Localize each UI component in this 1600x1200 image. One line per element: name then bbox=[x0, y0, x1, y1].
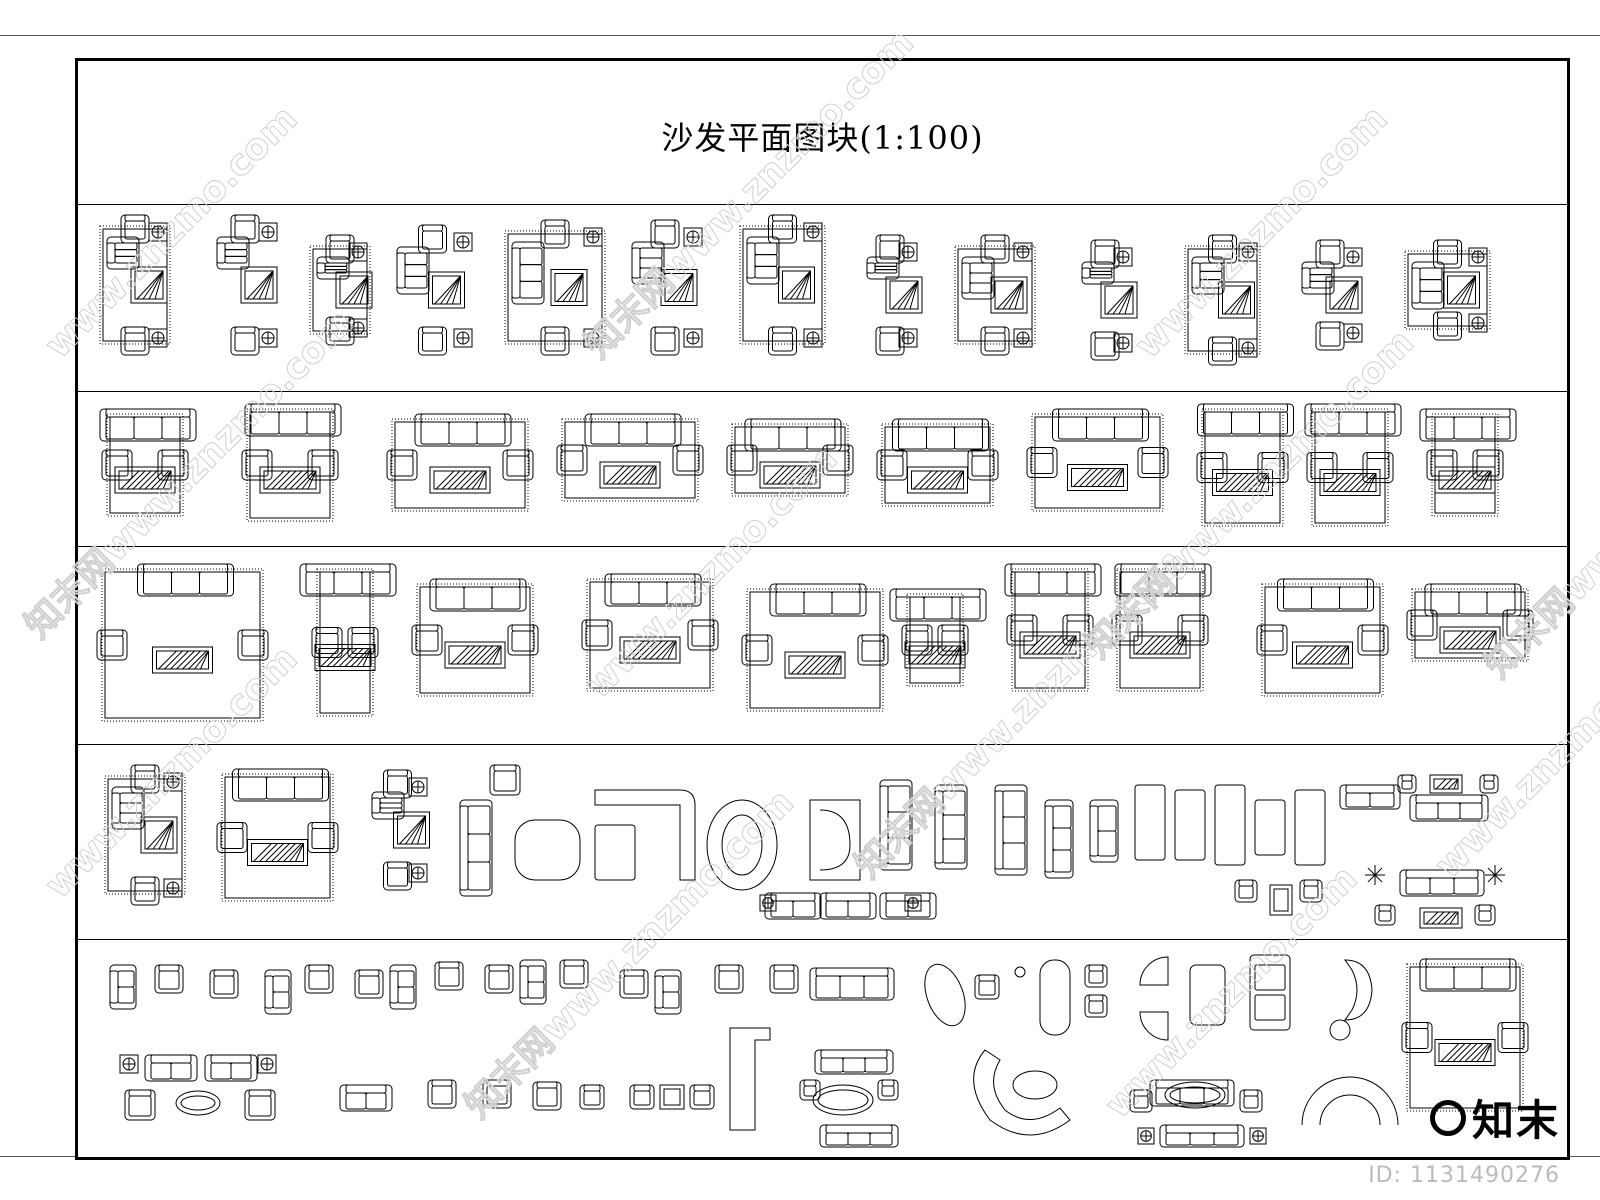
sofa-block-icon bbox=[876, 418, 999, 507]
sofa-block-icon bbox=[1196, 403, 1294, 527]
plant-icon bbox=[1365, 865, 1505, 885]
armchair-icon bbox=[109, 954, 1399, 1148]
title-divider bbox=[78, 204, 1567, 205]
sectional-sofa-icon bbox=[706, 799, 861, 891]
sofa-block-icon bbox=[889, 588, 987, 687]
sofa-block-icon bbox=[99, 408, 197, 517]
sofa-block-icon bbox=[411, 578, 539, 697]
sofa-block-icon bbox=[1184, 234, 1261, 366]
sofa-block-icon bbox=[96, 563, 269, 722]
sofa-block-icon bbox=[1304, 403, 1402, 527]
sofa-block-icon bbox=[241, 403, 342, 522]
sofa-block-icon bbox=[741, 583, 889, 712]
sofa-block-icon bbox=[459, 764, 1499, 929]
brand-logo: 知末 bbox=[1429, 1087, 1560, 1148]
sofa-block-icon bbox=[739, 214, 826, 356]
sofa-block-icon bbox=[726, 418, 854, 497]
sofa-block-icon bbox=[954, 234, 1036, 356]
sofa-block-icon bbox=[99, 214, 171, 356]
row-divider-1 bbox=[78, 391, 1567, 392]
sofa-block-icon bbox=[371, 769, 430, 891]
sofa-block-icon bbox=[386, 413, 534, 512]
sofa-block-icon bbox=[216, 214, 278, 356]
sofa-block-icon bbox=[1404, 239, 1491, 341]
sofa-block-icon bbox=[396, 224, 473, 356]
sheet-title: 沙发平面图块(1:100) bbox=[661, 119, 984, 157]
sofa-block-icon bbox=[1301, 239, 1363, 351]
sofa-block-icon bbox=[866, 234, 923, 356]
sofa-block-icon bbox=[299, 563, 397, 717]
sofa-block-icon bbox=[216, 768, 339, 902]
sofa-block-icon bbox=[581, 573, 719, 692]
row-divider-2 bbox=[78, 546, 1567, 547]
sofa-block-icon bbox=[104, 764, 186, 906]
sofa-block-icon bbox=[631, 219, 703, 356]
sofa-block-icon bbox=[1401, 958, 1529, 1112]
sofa-block-icon bbox=[1111, 563, 1212, 692]
sofa-block-icon bbox=[556, 413, 704, 502]
brand-logo-icon bbox=[1429, 1099, 1466, 1136]
row-divider-3 bbox=[78, 744, 1567, 745]
sofa-block-icon bbox=[1026, 408, 1169, 512]
row-divider-4 bbox=[78, 939, 1567, 940]
sofa-block-icon bbox=[504, 219, 606, 356]
brand-logo-text: 知末 bbox=[1471, 1096, 1560, 1145]
sofa-block-icon bbox=[1406, 583, 1534, 662]
sofa-block-icon bbox=[1081, 239, 1138, 361]
sofa-block-icon bbox=[1256, 578, 1389, 697]
sofa-block-icon bbox=[1004, 563, 1102, 692]
sofa-block-icon bbox=[1419, 408, 1517, 517]
id-caption: ID: 1131490276 bbox=[1368, 1163, 1560, 1188]
sofa-block-icon bbox=[309, 234, 373, 346]
